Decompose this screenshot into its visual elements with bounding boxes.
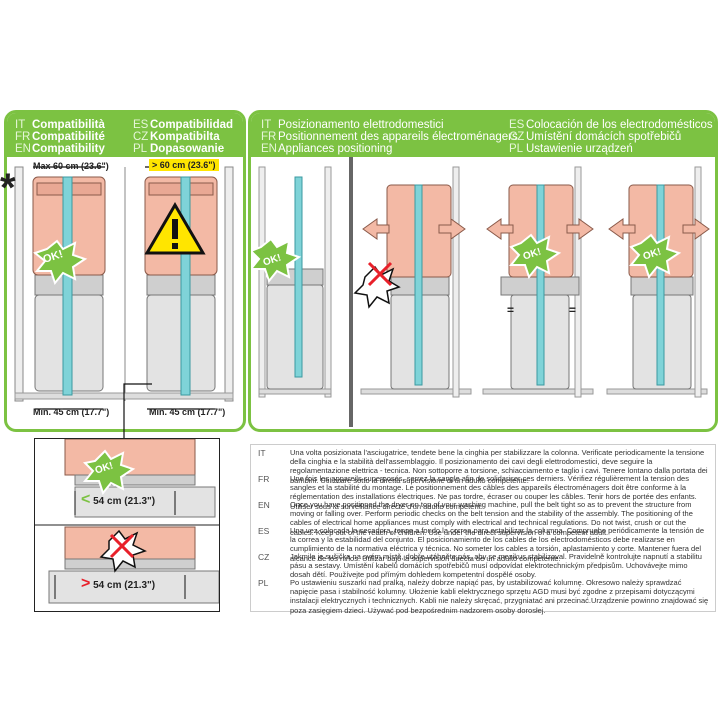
instr-text-cz: Jakmile je sušička na svém místě, dobře …	[290, 552, 702, 580]
compat-line-2: ENCompatibility	[15, 143, 105, 155]
instructions-box	[250, 444, 716, 612]
instr-code-fr: FR	[258, 474, 270, 484]
equal-left: =	[507, 303, 515, 317]
instr-code-pl: PL	[258, 578, 269, 588]
detail-illustration	[35, 439, 219, 604]
step4-ok-burst-icon	[628, 233, 682, 280]
instr-code-es: ES	[258, 526, 270, 536]
instr-text-fr: Une fois les appareils superposés, serre…	[290, 474, 697, 511]
step1-ok-burst-icon	[251, 237, 302, 284]
stack-warning	[144, 176, 218, 396]
min-width-label-left: Min. 45 cm (17.7")	[33, 407, 110, 417]
detail-less-measure: < 54 cm (21.3")	[81, 491, 155, 509]
less-than-symbol: <	[81, 491, 91, 508]
instr-text-it: Una volta posizionata l'asciugatrice, te…	[290, 448, 708, 485]
greater-than-symbol: >	[81, 575, 91, 592]
step4-arrow-right-icon	[682, 218, 710, 240]
equal-right: =	[569, 303, 577, 317]
step-3	[482, 166, 594, 398]
less-value: 54 cm (21.3")	[93, 496, 156, 507]
instr-text-es: Una vez colocada la secadora, tense a fo…	[290, 526, 704, 563]
instr-text-pl: Po ustawieniu suszarki nad pralką, należ…	[290, 578, 709, 615]
step-4	[606, 166, 710, 398]
instr-text-en: Once you have positioned the dryer on to…	[290, 500, 693, 537]
step-1	[251, 166, 332, 398]
step3-arrow-left-icon	[486, 218, 514, 240]
more-value: 54 cm (21.3")	[93, 580, 156, 591]
step2-arrow-right-icon	[438, 218, 466, 240]
detail-box: OK! < 54 cm (21.3") > 54 cm (21.3")	[34, 438, 220, 612]
over-width-label: > 60 cm (23.6")	[149, 159, 219, 171]
step3-ok-burst-icon	[508, 233, 562, 280]
step2-arrow-left-icon	[362, 218, 390, 240]
step3-arrow-right-icon	[566, 218, 594, 240]
instr-code-en: EN	[258, 500, 270, 510]
asterisk-mark: *	[0, 166, 16, 210]
detail-more-measure: > 54 cm (21.3")	[81, 575, 155, 593]
min-width-label-right: Min. 45 cm (17.7")	[149, 407, 226, 417]
detail-ok-burst-icon	[82, 449, 136, 496]
instr-code-cz: CZ	[258, 552, 270, 562]
max-width-label: Max 60 cm (23.6")	[33, 161, 109, 171]
positioning-illustration	[251, 157, 710, 427]
step-2	[353, 166, 472, 398]
ok-burst-icon	[32, 239, 88, 286]
detail-bang-icon	[99, 529, 147, 573]
stack-ok	[32, 176, 106, 396]
instr-code-it: IT	[258, 448, 266, 458]
compatibility-illustration	[14, 166, 234, 410]
pos-line-2: ENAppliances positioning	[261, 143, 393, 155]
step2-bang-icon	[353, 265, 401, 309]
step4-arrow-left-icon	[608, 218, 636, 240]
